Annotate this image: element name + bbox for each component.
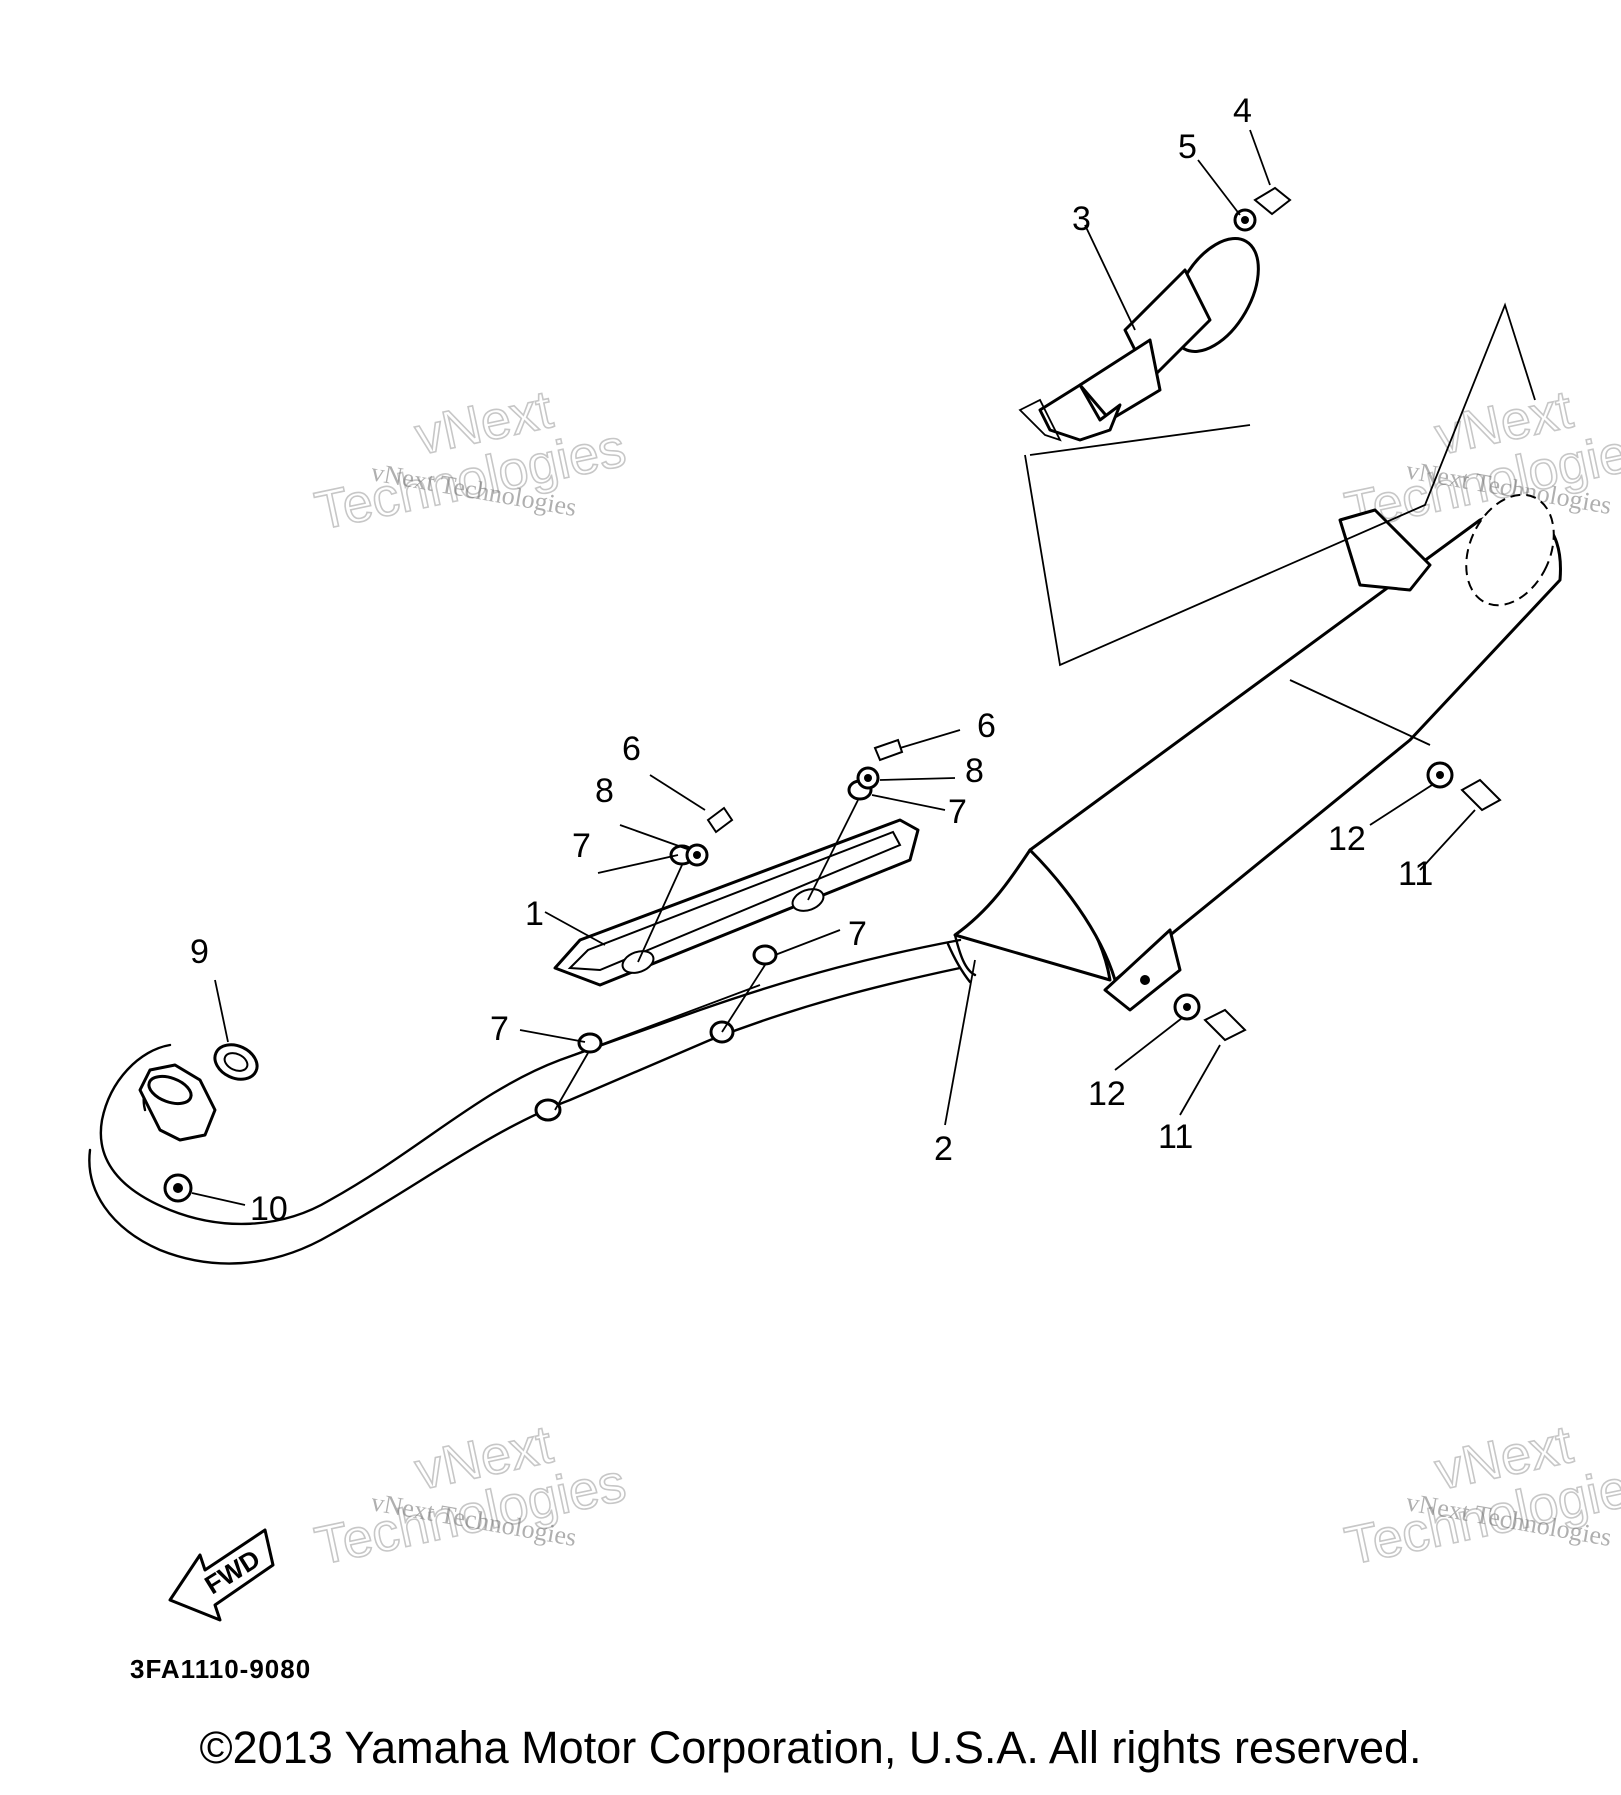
callout-10: 10 [250,1190,288,1228]
diagram-part-code: 3FA1110-9080 [130,1654,311,1684]
callout-8-right: 8 [965,752,984,790]
callout-labels: 1 2 3 4 5 6 6 8 8 7 7 7 7 9 10 11 11 12 … [190,92,1433,1228]
copyright-notice: ©2013 Yamaha Motor Corporation, U.S.A. A… [199,1722,1422,1773]
callout-11-lower: 11 [1158,1118,1193,1156]
callout-6-right: 6 [977,707,996,745]
callout-3: 3 [1072,200,1091,238]
watermark-bottom-left: vNext Technologies vNext Technologies [309,1414,631,1578]
callout-7-b: 7 [948,793,967,831]
header-flange [138,1063,217,1142]
spark-arrester-part-3 [1018,237,1260,442]
washers-part-8 [685,766,880,867]
screw-part-4 [1253,186,1292,216]
collar-leader-lines [554,799,859,1111]
callout-7-c: 7 [848,915,867,953]
callout-12-upper: 12 [1328,820,1366,858]
callout-leader-lines [191,129,1476,1206]
callout-9: 9 [190,933,209,971]
explode-lines [1024,302,1536,746]
callout-12-lower: 12 [1088,1075,1126,1113]
muffler-part-2 [946,493,1562,1012]
exhaust-header-pipe [88,938,962,1265]
callout-5: 5 [1178,128,1197,166]
watermark-top-left: vNext Technologies vNext Technologies [309,379,631,543]
washer-part-12-upper [1426,761,1454,789]
bolt-part-11-lower [1203,1008,1247,1042]
screws-part-6 [706,738,904,834]
gasket-part-9 [213,1043,259,1081]
callout-1: 1 [525,895,544,933]
callout-11-upper: 11 [1398,855,1433,893]
callout-2: 2 [934,1130,953,1168]
callout-6-left: 6 [622,730,641,768]
callout-7-a: 7 [572,827,591,865]
nut-part-10 [163,1173,193,1203]
callout-4: 4 [1233,92,1252,130]
fwd-arrow-icon: FWD [168,1528,275,1622]
bolt-part-11-upper [1460,778,1502,812]
callout-8-left: 8 [595,772,614,810]
washer-part-12-lower [1173,993,1201,1021]
callout-7-d: 7 [490,1010,509,1048]
watermark-bottom-right: vNext Technologies vNext Technologies [1339,1414,1621,1578]
